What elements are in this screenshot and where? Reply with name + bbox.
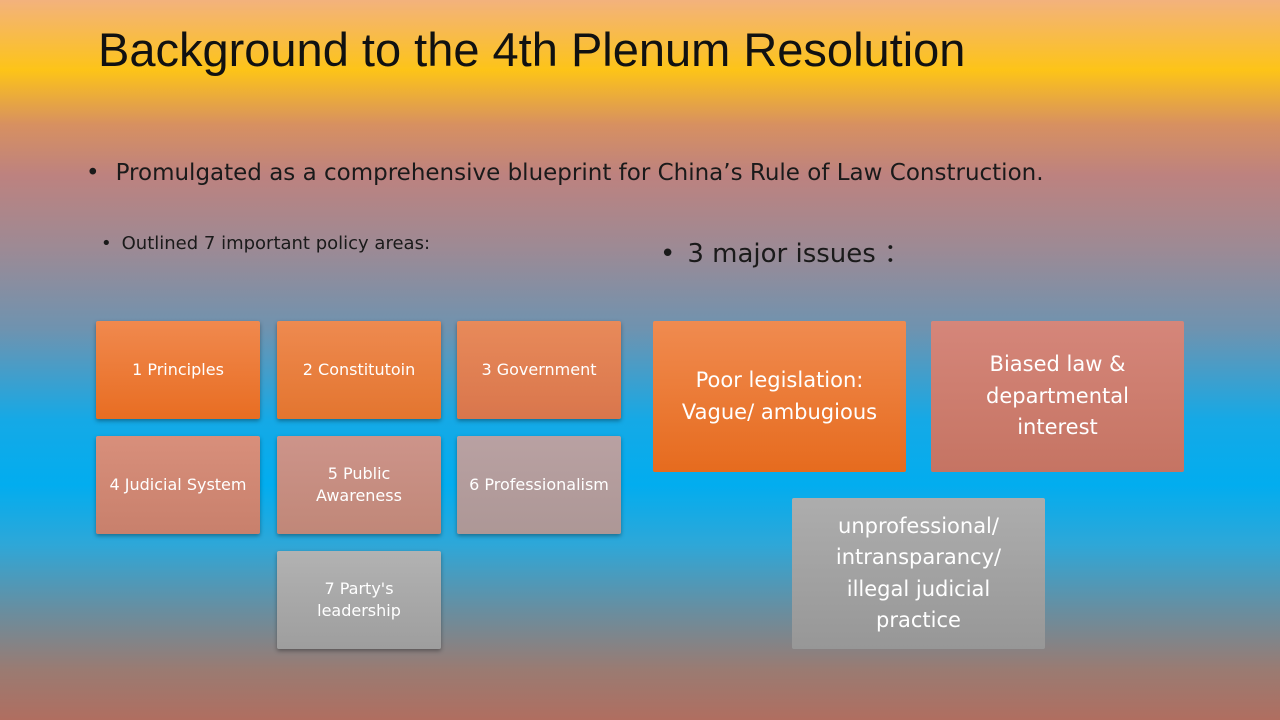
policy-area-box-professionalism: 6 Professionalism [457,436,621,534]
bullet-dot: • [101,233,112,254]
bullet-dot: • [660,239,676,269]
policy-area-box-principles: 1 Principles [96,321,260,419]
policy-area-box-government: 3 Government [457,321,621,419]
policy-area-box-constitution: 2 Constitutoin [277,321,441,419]
major-issues-bullet: • 3 major issues： [660,233,910,270]
policy-areas-bullet-text: Outlined 7 important policy areas: [121,233,431,254]
main-bullet: • Promulgated as a comprehensive blueprin… [86,160,1044,186]
major-issues-bullet-text: 3 major issues [687,239,876,269]
major-issues-colon: ： [883,239,910,269]
issue-box-poor-legislation: Poor legislation: Vague/ ambugious [653,321,906,472]
slide-title: Background to the 4th Plenum Resolution [98,23,966,76]
policy-area-box-public-awareness: 5 Public Awareness [277,436,441,534]
issue-box-biased-law: Biased law & departmental interest [931,321,1184,472]
issue-box-judicial-practice: unprofessional/ intransparancy/ illegal … [792,498,1045,649]
policy-area-box-judicial-system: 4 Judicial System [96,436,260,534]
policy-area-box-party-leadership: 7 Party's leadership [277,551,441,649]
policy-areas-bullet: • Outlined 7 important policy areas: [101,233,430,254]
main-bullet-text: Promulgated as a comprehensive blueprint… [115,160,1044,186]
bullet-dot: • [86,160,100,186]
